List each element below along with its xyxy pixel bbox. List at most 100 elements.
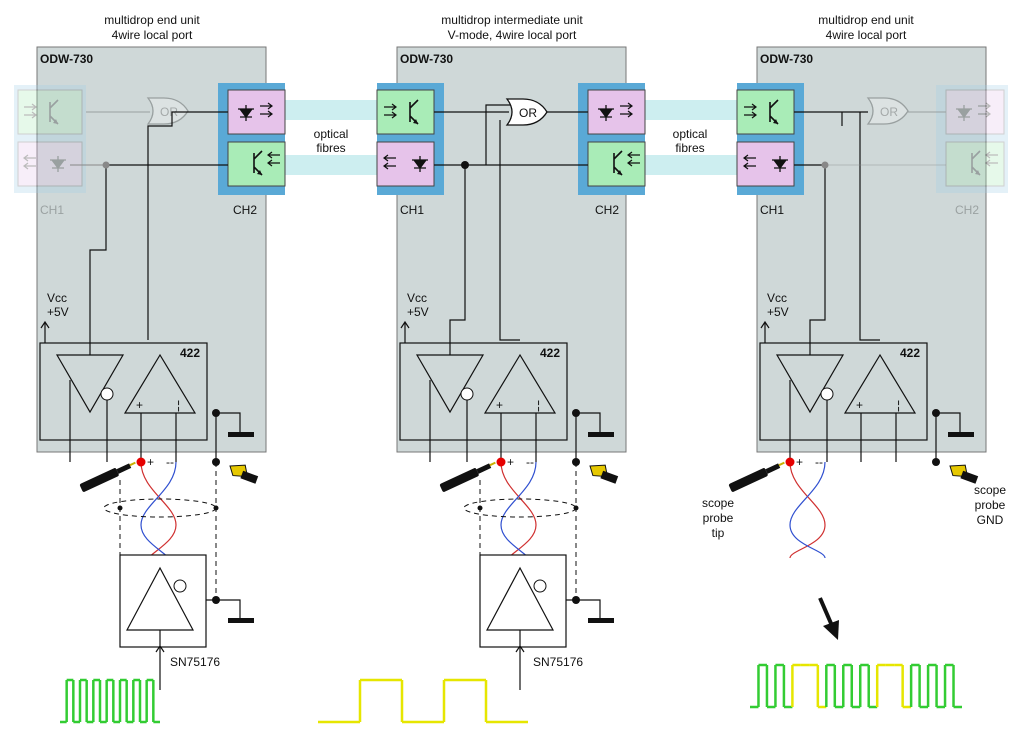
waveform-segment — [952, 665, 962, 709]
fibre-2b — [645, 155, 737, 175]
unit-2-ch2-label: CH2 — [595, 203, 619, 217]
unit-2-tx2-module — [587, 89, 646, 135]
unit-2-or-label: OR — [519, 106, 537, 120]
probe-gnd-icon-3 — [949, 464, 979, 484]
svg-text:+: + — [496, 398, 503, 412]
fibre-label-2a: optical — [673, 127, 708, 141]
waveform-segment — [774, 663, 784, 707]
waveform-segment — [765, 665, 776, 709]
unit-3-caption-2: 4wire local port — [826, 28, 907, 42]
unit-2-tx-module — [376, 141, 435, 187]
unit-3: multidrop end unit 4wire local port ODW-… — [736, 13, 1008, 462]
unit-2-rx2-module — [587, 141, 646, 187]
minus-3: -- — [815, 455, 823, 469]
waveform-segment — [816, 665, 827, 709]
waveform-segment — [918, 665, 929, 709]
down-arrow-icon — [818, 597, 839, 640]
minus-1: -- — [166, 455, 174, 469]
probe-tip-icon-2 — [439, 461, 496, 492]
fibre-label-1b: fibres — [316, 141, 345, 155]
unit-3-ch2-label: CH2 — [955, 203, 979, 217]
waveform-segment — [400, 680, 444, 724]
waveform-segment — [842, 663, 852, 707]
unit-1-ch2-label: CH2 — [233, 203, 257, 217]
waveform-yellow — [318, 678, 528, 724]
minus-2: -- — [526, 455, 534, 469]
unit-1-model: ODW-730 — [40, 52, 93, 66]
waveform-segment — [901, 665, 912, 709]
waveform-segment — [909, 663, 920, 707]
fibre-1b — [285, 155, 377, 175]
svg-text:scope: scope — [974, 483, 1006, 497]
waveform-segment — [943, 663, 954, 707]
svg-text:GND: GND — [977, 513, 1004, 527]
unit-2-vcc-1: Vcc — [407, 291, 427, 305]
driver-2-label: SN75176 — [533, 655, 583, 669]
unit-3-model: ODW-730 — [760, 52, 813, 66]
unit-3-ch1-label: CH1 — [760, 203, 784, 217]
svg-text:tip: tip — [712, 526, 725, 540]
probe-tip-label: scope probe tip — [702, 496, 734, 540]
probe-gnd-icon-1 — [229, 464, 259, 484]
unit-1-chip-label: 422 — [180, 346, 200, 360]
waveform-segment — [791, 663, 801, 707]
waveform-segment — [875, 663, 886, 707]
waveform-segment — [935, 665, 946, 709]
fibre-label-1a: optical — [314, 127, 349, 141]
waveform-segment — [926, 663, 937, 707]
plus-1: + — [147, 455, 154, 469]
unit-1-422-block — [39, 342, 208, 441]
unit-3-caption-1: multidrop end unit — [818, 13, 914, 27]
unit-2-model: ODW-730 — [400, 52, 453, 66]
probe-gnd-icon-2 — [589, 464, 619, 484]
unit-3-chip-label: 422 — [900, 346, 920, 360]
waveform-segment — [152, 680, 160, 724]
probe-gnd-label: scope probe GND — [974, 483, 1006, 527]
probe-point-1 — [136, 457, 146, 467]
probe-point-2 — [496, 457, 506, 467]
waveform-segment — [782, 665, 793, 709]
svg-text:+: + — [856, 398, 863, 412]
fibre-label-2b: fibres — [675, 141, 704, 155]
unit-2: multidrop intermediate unit V-mode, 4wir… — [376, 13, 646, 462]
unit-2-rx-module — [376, 89, 435, 135]
fibre-1a — [285, 100, 377, 120]
svg-text:probe: probe — [975, 498, 1006, 512]
svg-text:scope: scope — [702, 496, 734, 510]
unit-1-ch1-faded — [14, 85, 189, 193]
unit-1-vcc-2: +5V — [47, 305, 69, 319]
unit-3-vcc-1: Vcc — [767, 291, 787, 305]
probe-tip-icon-1 — [79, 461, 136, 492]
plus-2: + — [507, 455, 514, 469]
waveform-green — [60, 678, 160, 724]
svg-text:OR: OR — [880, 105, 898, 119]
unit-2-vcc-2: +5V — [407, 305, 429, 319]
waveform-segment — [484, 680, 528, 724]
fibre-2a — [645, 100, 737, 120]
unit-3-or-label: OR — [880, 105, 898, 119]
unit-1-caption-2: 4wire local port — [112, 28, 193, 42]
unit-1-tx-module — [227, 89, 286, 135]
unit-2-ch1-label: CH1 — [400, 203, 424, 217]
driver-1-label: SN75176 — [170, 655, 220, 669]
unit-3-422-block — [759, 342, 928, 441]
svg-text:probe: probe — [703, 511, 734, 525]
svg-text:¦: ¦ — [177, 398, 180, 412]
unit-2-422-block — [399, 342, 568, 441]
driver-1: SN75176 — [119, 554, 254, 690]
waveform-combined — [750, 663, 962, 709]
bus-unit-3 — [789, 461, 826, 559]
probe-points: + -- + -- + -- — [136, 455, 940, 469]
unit-2-caption-2: V-mode, 4wire local port — [448, 28, 577, 42]
waveform-segment — [833, 665, 844, 709]
waveform-segment — [757, 663, 767, 707]
svg-text:¦: ¦ — [537, 398, 540, 412]
svg-text:OR: OR — [160, 105, 178, 119]
unit-2-caption-1: multidrop intermediate unit — [441, 13, 583, 27]
unit-3-tx-module — [736, 141, 795, 187]
unit-1-caption-1: multidrop end unit — [104, 13, 200, 27]
plus-3: + — [796, 455, 803, 469]
waveform-segment — [442, 678, 486, 722]
waveform-segment — [850, 665, 861, 709]
